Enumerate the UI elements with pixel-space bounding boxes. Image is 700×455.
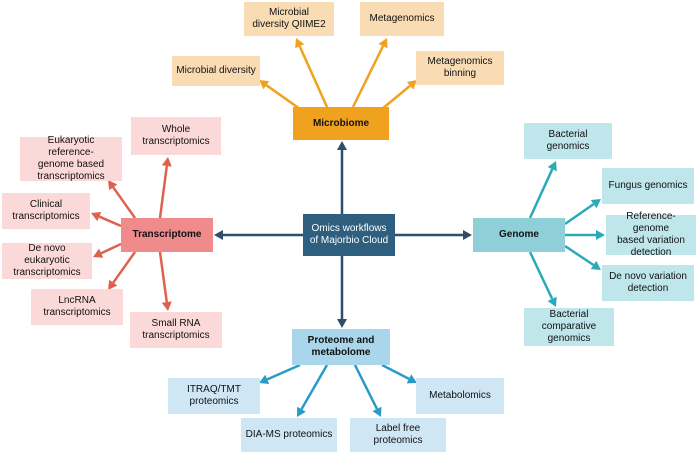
proteome-metabolome-hub: Proteome and metabolome bbox=[292, 329, 390, 365]
genome-to-fungus bbox=[564, 199, 601, 226]
de-novo-eukaryotic-transcriptomics-node: De novo eukaryotic transcriptomics bbox=[2, 243, 92, 279]
transcriptome-to-eukaryotic bbox=[108, 180, 137, 219]
transcriptome-to-denovo-head bbox=[93, 248, 104, 258]
bacterial-comparative-genomics-node: Bacterial comparative genomics bbox=[524, 308, 614, 346]
proteome-to-labelfree-line bbox=[353, 364, 379, 410]
genome-hub: Genome bbox=[473, 218, 565, 252]
transcriptome-to-denovo bbox=[93, 242, 122, 258]
genome-to-reference-head bbox=[596, 230, 605, 240]
microbiome-to-binning-line bbox=[381, 84, 411, 110]
transcriptome-to-lncrna-line bbox=[112, 251, 137, 284]
transcriptome-to-clinical bbox=[91, 211, 122, 228]
center-to-genome bbox=[395, 230, 472, 240]
microbiome-to-binning bbox=[381, 80, 417, 110]
metabolomics-node: Metabolomics bbox=[416, 378, 504, 414]
proteome-to-labelfree-head bbox=[372, 406, 382, 417]
whole-transcriptomics-node: Whole transcriptomics bbox=[131, 117, 221, 155]
transcriptome-to-whole-head bbox=[161, 157, 172, 167]
transcriptome-to-whole bbox=[158, 157, 172, 219]
center-to-proteome bbox=[337, 256, 347, 328]
genome-to-reference bbox=[565, 230, 605, 240]
label-free-proteomics-node: Label free proteomics bbox=[350, 418, 446, 452]
proteome-to-diams-line bbox=[300, 364, 329, 410]
genome-to-comparative-head bbox=[547, 296, 557, 307]
genome-to-bacterial-head bbox=[547, 161, 557, 172]
itraq-tmt-proteomics-node: ITRAQ/TMT proteomics bbox=[168, 378, 260, 414]
de-novo-variation-detection-node: De novo variation detection bbox=[602, 265, 694, 301]
center-to-transcriptome bbox=[214, 230, 303, 240]
proteome-to-diams bbox=[297, 364, 329, 417]
proteome-to-metabolomics-line bbox=[381, 363, 410, 380]
transcriptome-to-clinical-line bbox=[98, 215, 122, 228]
center-to-genome-head bbox=[463, 230, 472, 240]
microbiome-to-qiime2 bbox=[295, 38, 329, 108]
reference-genome-variation-detection-node: Reference-genome based variation detecti… bbox=[606, 211, 696, 258]
genome-to-comparative-line bbox=[528, 251, 554, 300]
microbial-diversity-qiime2-node: Microbial diversity QIIME2 bbox=[244, 2, 334, 36]
transcriptome-to-smallrna bbox=[158, 251, 172, 311]
center-to-proteome-head bbox=[337, 319, 347, 328]
genome-to-denovo-variation-line bbox=[564, 244, 595, 267]
proteome-to-itraq bbox=[259, 363, 301, 384]
microbiome-to-qiime2-line bbox=[298, 45, 329, 108]
microbiome-to-metagenomics-head bbox=[378, 38, 388, 49]
transcriptome-to-whole-line bbox=[158, 165, 169, 219]
transcriptome-to-eukaryotic-line bbox=[112, 186, 137, 219]
genome-to-bacterial bbox=[528, 161, 557, 219]
proteome-to-labelfree bbox=[353, 364, 382, 417]
transcriptome-to-lncrna-head bbox=[108, 279, 118, 290]
microbiome-hub: Microbiome bbox=[293, 107, 389, 140]
center-to-transcriptome-head bbox=[214, 230, 223, 240]
lncrna-transcriptomics-node: LncRNA transcriptomics bbox=[31, 289, 123, 325]
center-node: Omics workflows of Majorbio Cloud bbox=[303, 214, 395, 256]
genome-to-fungus-head bbox=[590, 199, 601, 209]
metagenomics-binning-node: Metagenomics binning bbox=[416, 51, 504, 85]
proteome-to-metabolomics-head bbox=[406, 374, 417, 384]
microbial-diversity-node: Microbial diversity bbox=[172, 56, 260, 86]
genome-to-fungus-line bbox=[564, 203, 595, 226]
fungus-genomics-node: Fungus genomics bbox=[602, 168, 694, 204]
dia-ms-proteomics-node: DIA-MS proteomics bbox=[241, 418, 337, 452]
proteome-to-itraq-head bbox=[259, 374, 270, 384]
proteome-to-itraq-line bbox=[266, 363, 301, 381]
transcriptome-to-smallrna-head bbox=[161, 301, 172, 311]
transcriptome-to-clinical-head bbox=[91, 211, 102, 222]
microbiome-to-metagenomics-line bbox=[351, 45, 385, 108]
microbiome-to-diversity-head bbox=[259, 80, 270, 90]
eukaryotic-reference-transcriptomics-node: Eukaryotic reference- genome based trans… bbox=[20, 135, 122, 182]
microbiome-to-binning-head bbox=[406, 80, 417, 90]
genome-to-denovo-variation bbox=[564, 244, 601, 270]
microbiome-to-metagenomics bbox=[351, 38, 388, 108]
genome-to-bacterial-line bbox=[528, 168, 554, 219]
microbiome-to-qiime2-head bbox=[295, 38, 305, 49]
bacterial-genomics-node: Bacterial genomics bbox=[524, 123, 612, 159]
proteome-to-metabolomics bbox=[381, 363, 417, 384]
microbiome-to-diversity bbox=[259, 80, 301, 111]
metagenomics-node: Metagenomics bbox=[360, 2, 444, 36]
center-to-microbiome bbox=[337, 141, 347, 214]
genome-to-comparative bbox=[528, 251, 557, 307]
transcriptome-hub: Transcriptome bbox=[121, 218, 213, 252]
transcriptome-to-lncrna bbox=[108, 251, 137, 290]
transcriptome-to-eukaryotic-head bbox=[108, 180, 118, 191]
proteome-to-diams-head bbox=[297, 406, 306, 417]
center-to-microbiome-head bbox=[337, 141, 347, 150]
clinical-transcriptomics-node: Clinical transcriptomics bbox=[2, 193, 90, 229]
small-rna-transcriptomics-node: Small RNA transcriptomics bbox=[130, 312, 222, 348]
genome-to-denovo-variation-head bbox=[590, 260, 601, 270]
microbiome-to-diversity-line bbox=[265, 84, 301, 111]
transcriptome-to-smallrna-line bbox=[158, 251, 169, 303]
transcriptome-to-denovo-line bbox=[100, 242, 122, 255]
